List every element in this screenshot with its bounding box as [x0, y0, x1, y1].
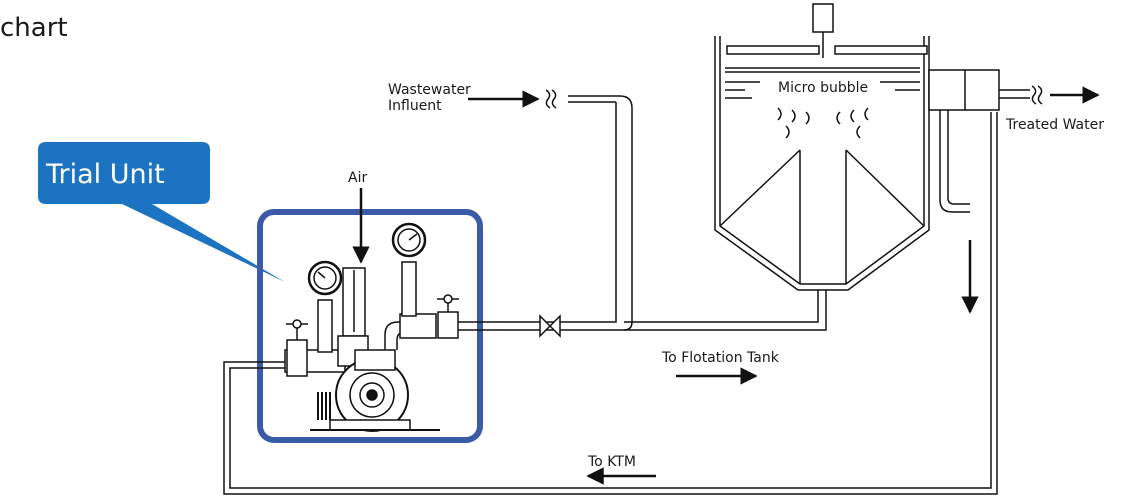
to-flotation-tank-label: To Flotation Tank	[661, 350, 780, 366]
trial-unit-box	[257, 209, 483, 443]
callout-label: Trial Unit	[45, 159, 165, 190]
treated-water-label: Treated Water	[1005, 117, 1104, 133]
treated-coupling-icon	[1031, 85, 1043, 105]
micro-bubble-label: Micro bubble	[778, 80, 868, 96]
trial-unit-callout: Trial Unit	[38, 142, 285, 282]
to-ktm-label: To KTM	[587, 454, 636, 470]
flotation-tank	[714, 3, 1030, 291]
outlet-pipe	[458, 95, 827, 331]
inline-valve-icon	[539, 314, 561, 338]
influent-coupling-icon	[545, 89, 557, 109]
wastewater-label-line2: Influent	[388, 98, 442, 114]
wastewater-label-line1: Wastewater	[388, 82, 471, 98]
page-heading: chart	[0, 13, 68, 43]
pump-assembly	[284, 222, 459, 432]
ktm-return-pipe	[223, 112, 998, 495]
air-label: Air	[348, 170, 367, 186]
